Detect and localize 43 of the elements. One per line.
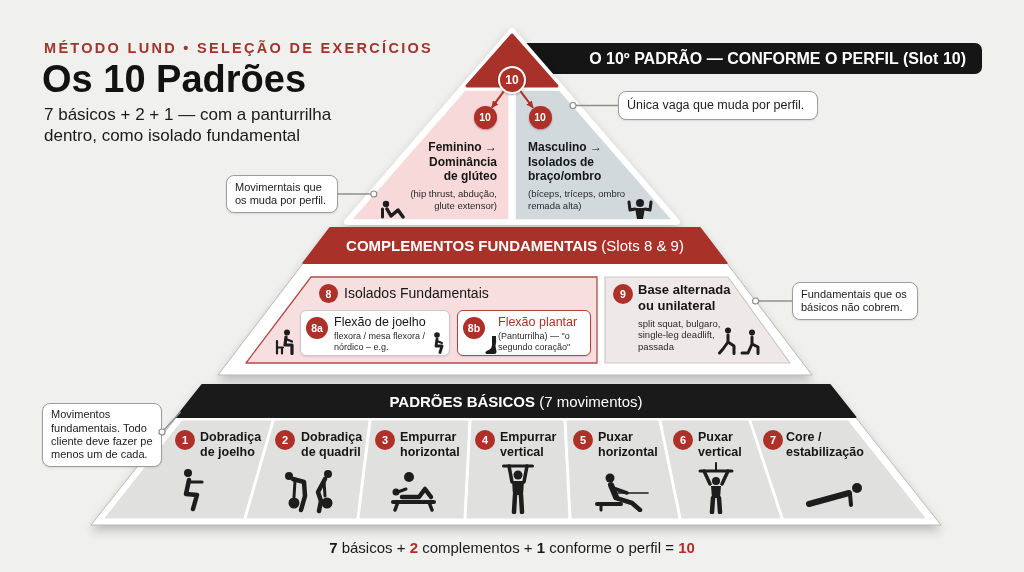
pattern-title: Core / estabilização bbox=[786, 430, 865, 460]
exercise-examples: split squat, bulgaro, single-leg deadlift, passada bbox=[638, 318, 722, 353]
pattern-panel bbox=[467, 421, 568, 518]
pattern-title: Puxar vertical bbox=[698, 430, 743, 460]
section-examples: (bíceps, tríceps, ombro remada alta) bbox=[528, 188, 627, 212]
pattern-title: Puxar horizontal bbox=[598, 430, 659, 460]
callout: Única vaga que muda por perfil. bbox=[618, 91, 818, 120]
arrow bbox=[490, 90, 505, 109]
exercise-title: Base alternada ou unilateral bbox=[638, 282, 732, 314]
leader-line bbox=[158, 411, 182, 436]
number-badge: 8b bbox=[463, 317, 485, 339]
exercise-group-panel bbox=[246, 277, 597, 363]
pattern-title: Empurrar vertical bbox=[500, 430, 558, 460]
summary-formula: 7 básicos + 2 complementos + 1 conforme o perfil = 10 bbox=[329, 539, 695, 556]
number-badge: 8a bbox=[306, 317, 328, 339]
exercise-title: Flexão de joelho bbox=[334, 315, 426, 330]
leader-line bbox=[337, 190, 378, 198]
callout: Fundamentais que os básicos não cobrem. bbox=[792, 282, 918, 320]
section-examples: (hip thrust, abdução, glute extensor) bbox=[409, 188, 497, 212]
section-title: Masculino → Isolados de braço/ombro bbox=[528, 140, 603, 184]
exercise-card bbox=[605, 277, 790, 363]
exercise-examples: (Panturrilha) — "o segundo coração" bbox=[498, 331, 572, 353]
pattern-title: Dobradiça de quadril bbox=[301, 430, 364, 460]
arrow bbox=[519, 90, 535, 109]
exercise-title: Flexão plantar bbox=[498, 315, 578, 330]
exercise-card bbox=[457, 310, 591, 356]
pyramid-section bbox=[351, 90, 509, 220]
eyebrow-text: MÉTODO LUND • SELEÇÃO DE EXERCÍCIOS bbox=[44, 40, 434, 56]
callout: Movimerntais que os muda por perfil. bbox=[226, 175, 338, 213]
callout: Movimentos fundamentais. Todo cliente deve fazer pe menos um de cada. bbox=[42, 403, 162, 467]
pattern-title: Dobradiça de joelho bbox=[200, 430, 263, 460]
page-title: Os 10 Padrões bbox=[42, 57, 307, 101]
pattern-panel bbox=[752, 421, 925, 518]
tier-heading: PADRÕES BÁSICOS (7 movimentos) bbox=[389, 392, 643, 410]
leader-line bbox=[752, 297, 793, 305]
subtitle: 7 básicos + 2 + 1 — com a panturrilha dentro, como isolado fundamental bbox=[44, 104, 333, 146]
group-heading: Isolados Fundamentais bbox=[344, 284, 489, 303]
exercise-examples: flexora / mesa flexora / nórdico – e.g. bbox=[334, 331, 427, 353]
pattern-title: Empurrar horizontal bbox=[400, 430, 461, 460]
tier-heading: COMPLEMENTOS FUNDAMENTAIS (Slots 8 & 9) bbox=[346, 237, 684, 254]
leader-line bbox=[569, 101, 619, 110]
exercise-card bbox=[300, 310, 450, 356]
section-title: Feminino → Dominância de glúteo bbox=[427, 140, 497, 184]
